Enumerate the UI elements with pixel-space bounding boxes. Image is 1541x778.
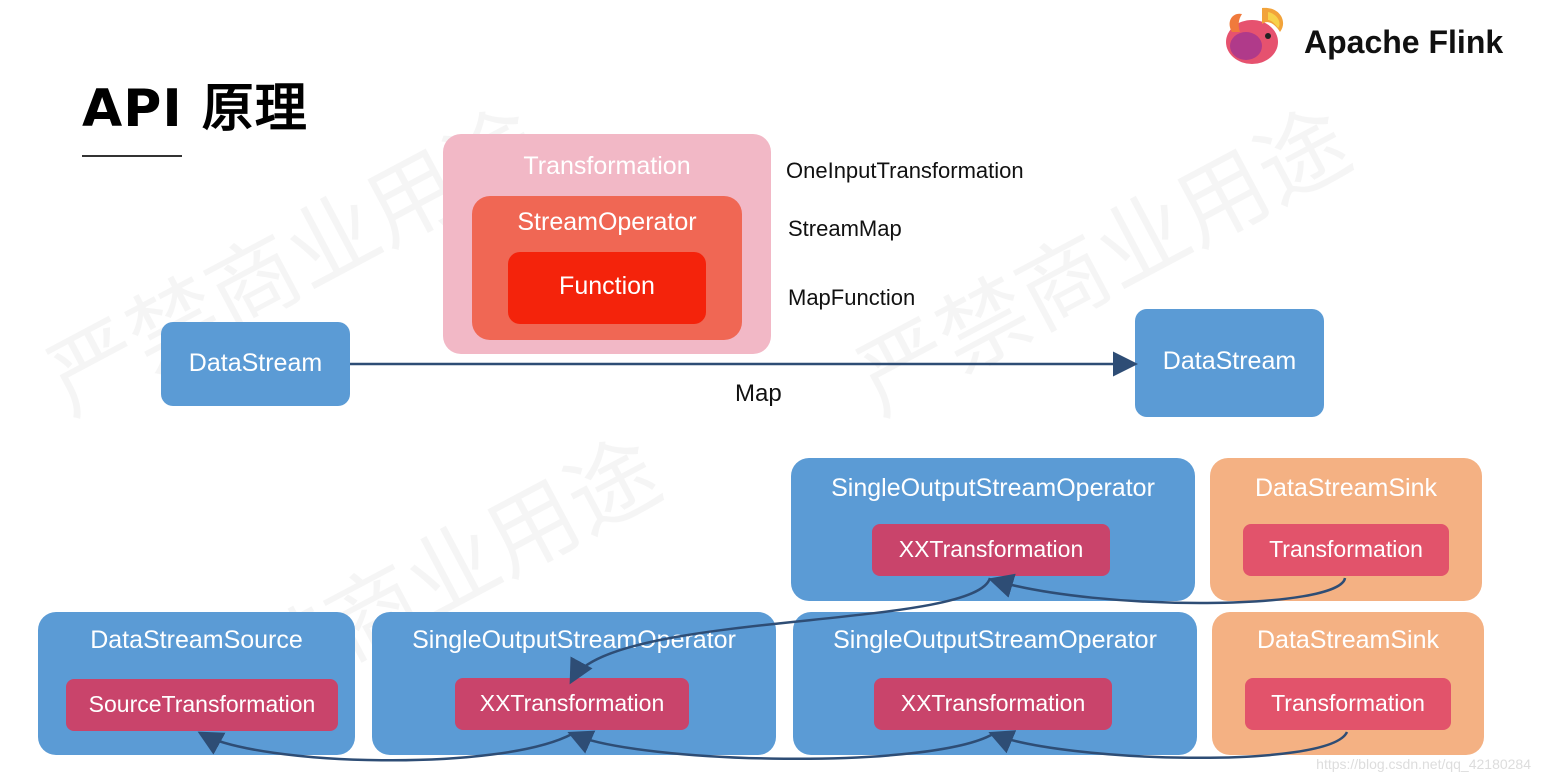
datastream-sink-r2: DataStreamSink Transformation — [1212, 612, 1484, 755]
sink-transformation-label: Transformation — [1269, 536, 1423, 562]
datastream-left: DataStream — [161, 322, 350, 406]
transformation-box: Transformation StreamOperator Function — [443, 134, 771, 354]
function-box: Function — [508, 252, 706, 324]
datastream-right: DataStream — [1135, 309, 1324, 417]
sink-transformation: Transformation — [1243, 524, 1449, 576]
source-transformation-label: SourceTransformation — [88, 691, 316, 717]
logo-text: Apache Flink — [1304, 24, 1504, 60]
datastream-sink-r1: DataStreamSink Transformation — [1210, 458, 1482, 601]
sink-to-operator-arrow-r2 — [988, 730, 1349, 759]
one-input-transformation-label: OneInputTransformation — [786, 158, 1024, 183]
page-title: API 原理 — [82, 79, 308, 139]
sink-to-operator-arrow-r1 — [988, 573, 1347, 605]
map-function-label: MapFunction — [788, 285, 916, 310]
footer-url: https://blog.csdn.net/qq_42180284 — [1316, 756, 1531, 772]
xx-transformation-label: XXTransformation — [479, 690, 665, 716]
sink-title: DataStreamSink — [1254, 474, 1438, 502]
operator-title: SingleOutputStreamOperator — [831, 474, 1155, 502]
xx-transformation: XXTransformation — [455, 678, 689, 730]
operator-title: SingleOutputStreamOperator — [412, 626, 736, 654]
operator-to-source-arrow — [197, 731, 573, 762]
xx-transformation-label: XXTransformation — [898, 536, 1084, 562]
xx-transformation: XXTransformation — [874, 678, 1112, 730]
title-underline — [82, 155, 182, 157]
xx-transformation-label: XXTransformation — [900, 690, 1086, 716]
stream-operator-label: StreamOperator — [517, 208, 697, 236]
sink-title: DataStreamSink — [1256, 626, 1440, 654]
xx-transformation: XXTransformation — [872, 524, 1110, 576]
datastream-source: DataStreamSource SourceTransformation — [38, 612, 355, 755]
single-output-operator-r1: SingleOutputStreamOperator XXTransformat… — [791, 458, 1195, 601]
map-edge-label: Map — [735, 380, 782, 407]
sink-transformation-label: Transformation — [1271, 690, 1425, 716]
datastream-right-label: DataStream — [1162, 347, 1297, 375]
operator-title: SingleOutputStreamOperator — [833, 626, 1157, 654]
source-transformation: SourceTransformation — [66, 679, 338, 731]
sink-transformation: Transformation — [1245, 678, 1451, 730]
function-label: Function — [559, 272, 655, 300]
stream-operator-box: StreamOperator Function — [472, 196, 742, 340]
operator-to-operator-arrow-r2 — [567, 730, 994, 761]
stream-map-label: StreamMap — [788, 216, 902, 241]
squirrel-logo-icon — [1222, 2, 1292, 66]
transformation-label: Transformation — [523, 152, 691, 180]
datastream-left-label: DataStream — [188, 349, 323, 377]
operator-to-operator-arrow — [569, 577, 992, 685]
source-title: DataStreamSource — [90, 626, 303, 654]
